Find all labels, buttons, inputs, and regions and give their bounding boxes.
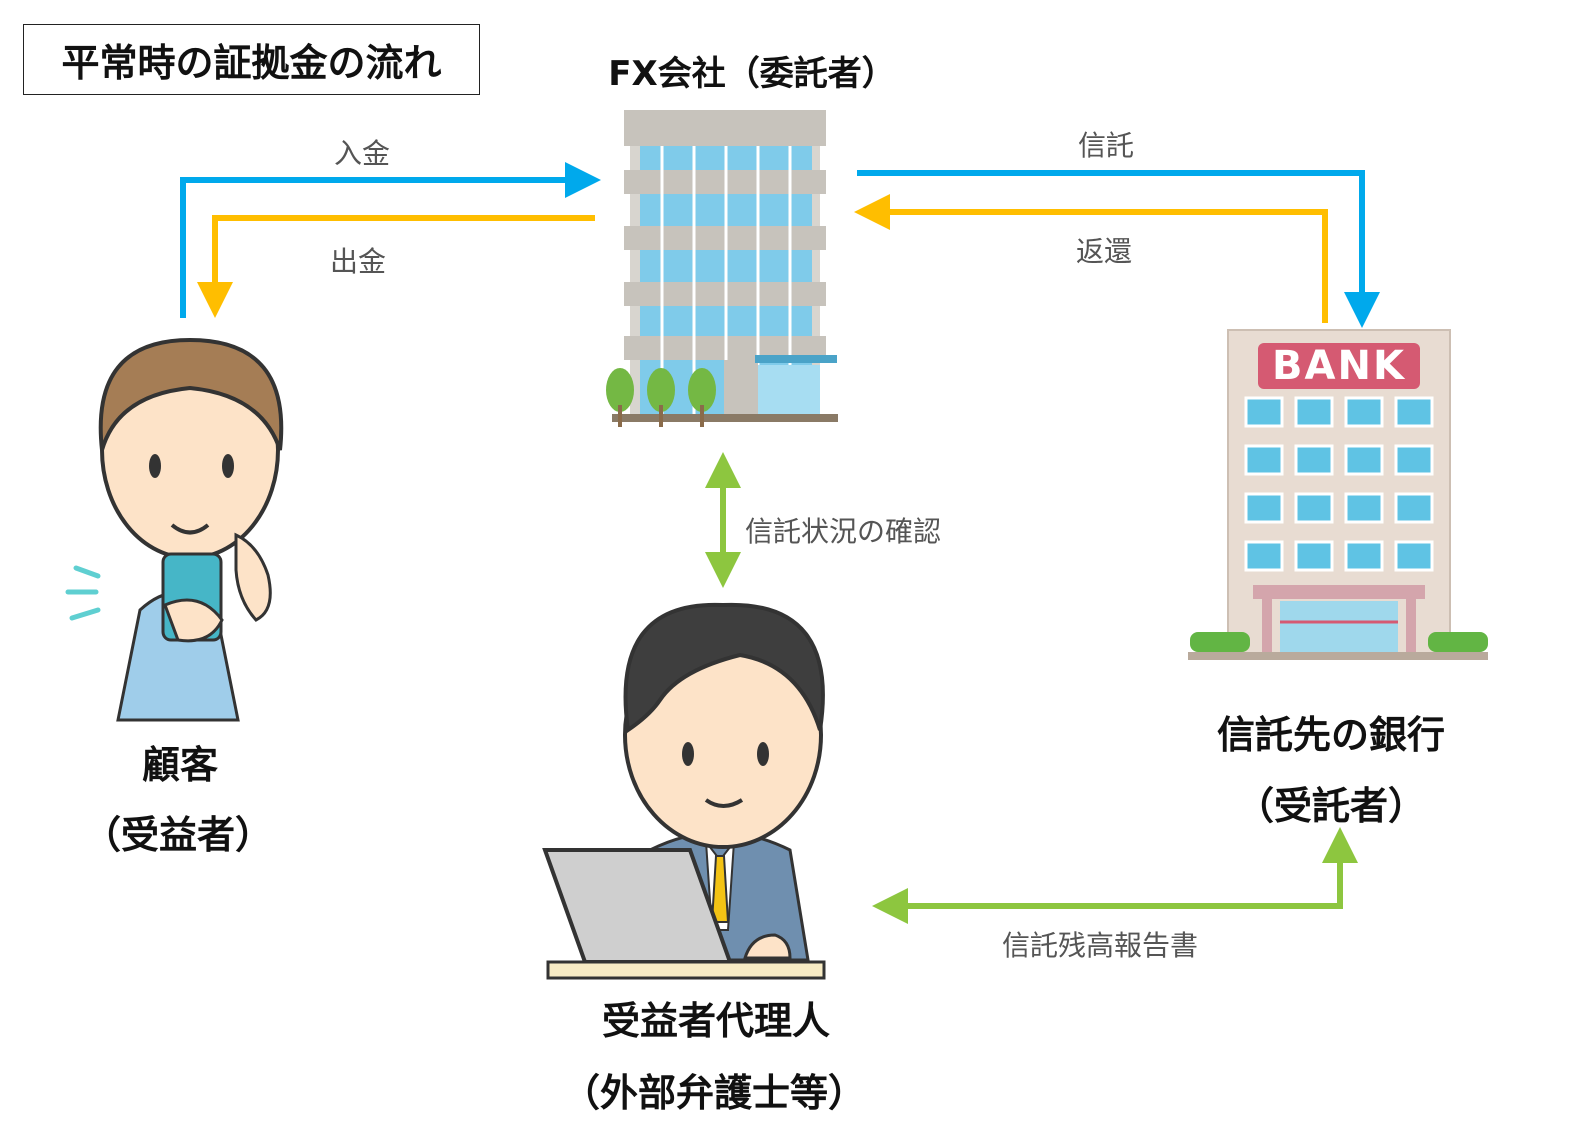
customer-name-label: 顧客 — [141, 743, 219, 787]
agent-name-label: 受益者代理人 — [601, 999, 831, 1043]
fx-company-label: FX会社（委託者） — [608, 54, 896, 94]
customer-role-label: （受益者） — [82, 813, 274, 857]
withdrawal-arrow — [197, 215, 595, 318]
bank-building-icon — [1188, 329, 1488, 660]
return-arrow — [854, 194, 1328, 323]
withdrawal-label: 出金 — [329, 245, 387, 278]
trust-arrow — [857, 170, 1380, 328]
return-label: 返還 — [1075, 235, 1133, 268]
deposit-arrow — [180, 162, 601, 318]
diagram-title: 平常時の証拠金の流れ — [23, 24, 480, 95]
report-arrow — [893, 827, 1358, 909]
agent-role-label: （外部弁護士等） — [561, 1071, 867, 1115]
customer-person-icon — [65, 337, 284, 722]
report-label: 信託残高報告書 — [1001, 929, 1199, 962]
agent-person-icon — [542, 602, 826, 980]
bank-sign-text: BANK — [1272, 343, 1406, 389]
office-building-icon — [606, 110, 838, 427]
bank-name-label: 信託先の銀行 — [1216, 713, 1446, 757]
bank-role-label: （受託者） — [1235, 784, 1427, 828]
check-label: 信託状況の確認 — [745, 515, 942, 548]
deposit-label: 入金 — [333, 137, 391, 170]
trust-label: 信託 — [1077, 129, 1135, 162]
